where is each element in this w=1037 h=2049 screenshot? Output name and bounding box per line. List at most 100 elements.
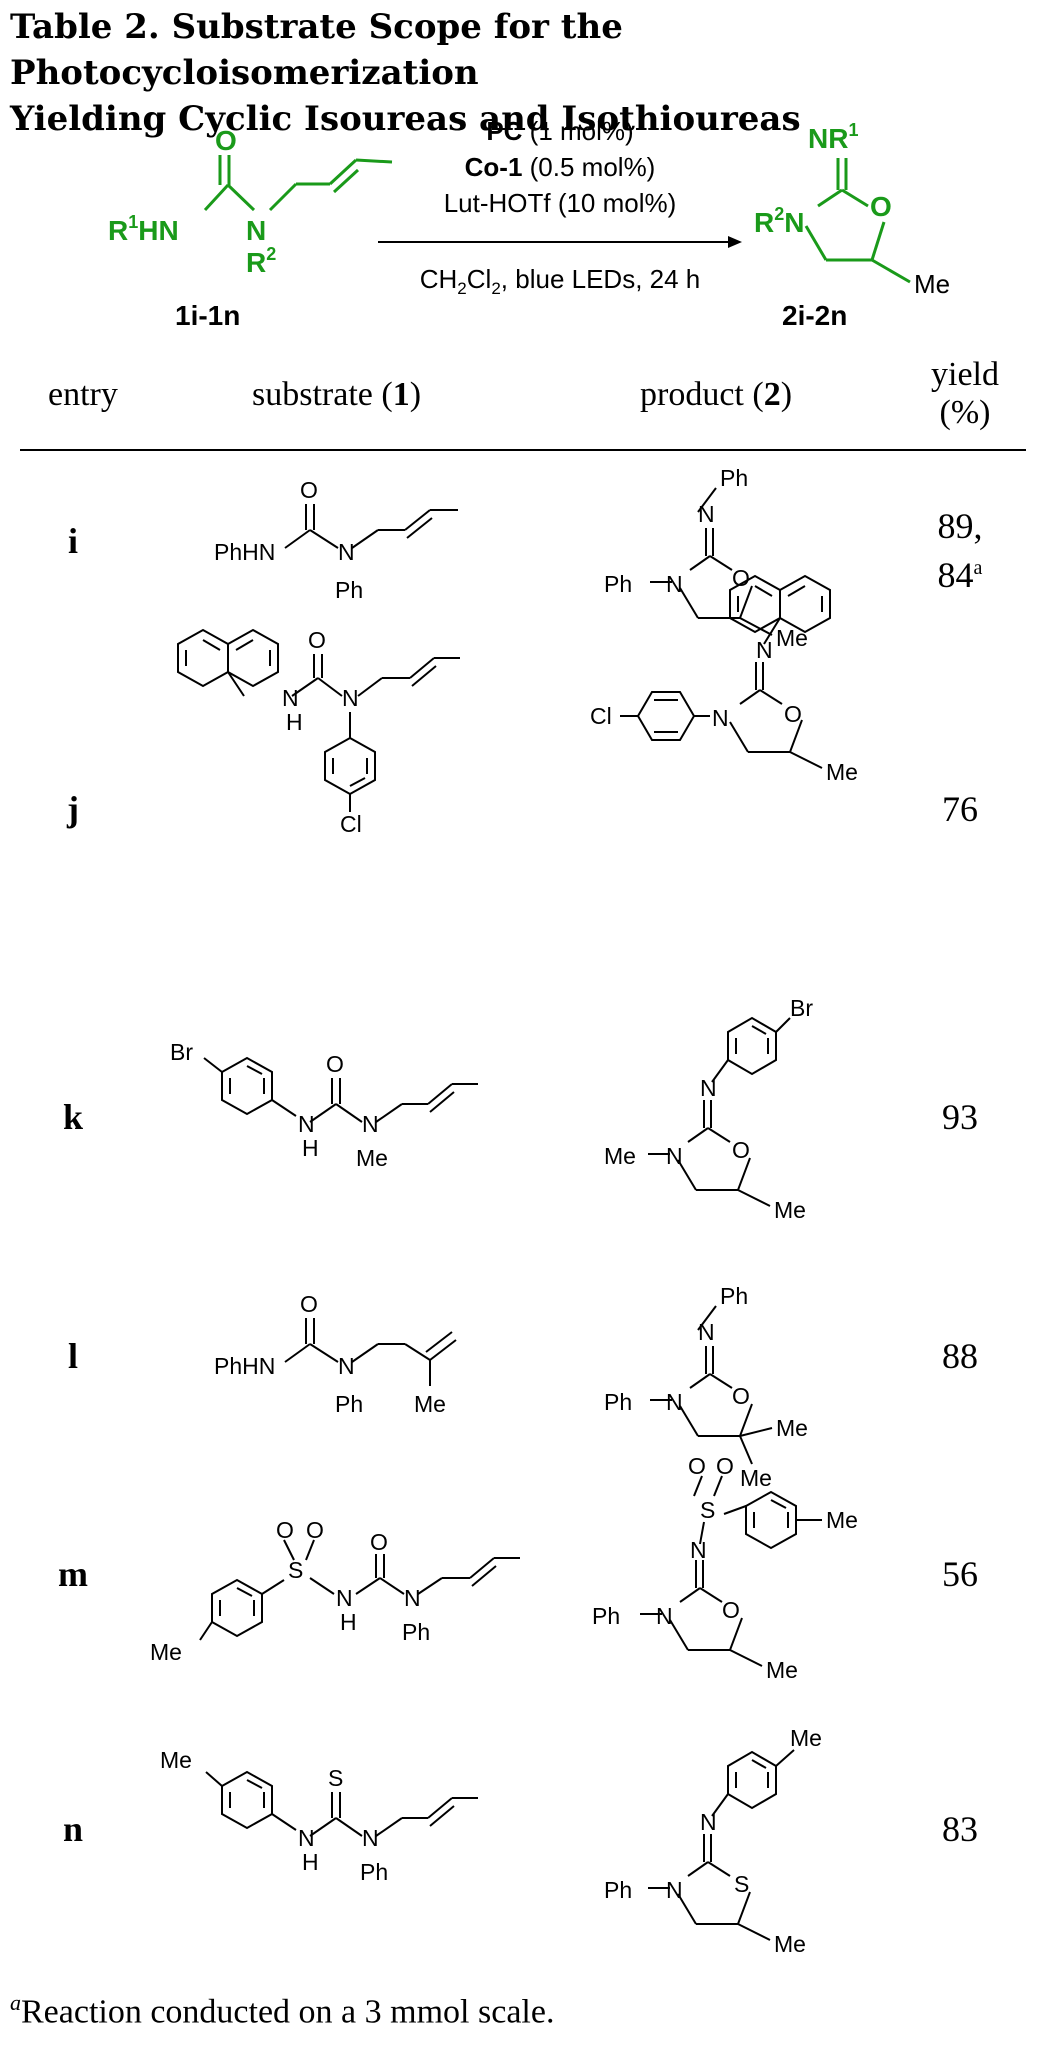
atom-label: O	[276, 1517, 294, 1543]
atom-label: N	[338, 1353, 355, 1379]
atom-label: O	[732, 565, 750, 591]
atom-label: Me	[740, 1465, 772, 1491]
yield-m: 56	[942, 1554, 978, 1594]
atom-label: PhHN	[214, 1353, 275, 1379]
atom-label: Me	[414, 1391, 446, 1417]
atom-label: N	[666, 571, 683, 597]
atom-label: O	[326, 1051, 344, 1077]
atom-label: N	[342, 685, 359, 711]
entry-label-m: m	[58, 1554, 88, 1594]
atom-label: Ph	[604, 1389, 632, 1415]
reactant-oxygen-text: O	[215, 125, 237, 156]
atom-label: N	[700, 1809, 717, 1835]
atom-label: Me	[790, 1725, 822, 1751]
product-j-structure	[620, 574, 831, 769]
atom-label: S	[288, 1557, 303, 1583]
yield-n: 83	[942, 1809, 978, 1849]
atom-label: Ph	[335, 577, 363, 603]
atom-label: H	[286, 709, 303, 735]
atom-label: O	[716, 1453, 734, 1479]
atom-label: N	[698, 501, 715, 527]
footnote: aReaction conducted on a 3 mmol scale.	[10, 1990, 555, 2031]
atom-label: Me	[774, 1931, 806, 1957]
atom-label: N	[666, 1143, 683, 1169]
atom-label: Ph	[604, 571, 632, 597]
atom-label: N	[712, 705, 729, 731]
atom-label: N	[404, 1585, 421, 1611]
atom-label: N	[362, 1825, 379, 1851]
atom-label: H	[340, 1609, 357, 1635]
substrate-l-structure	[284, 1318, 457, 1386]
atom-label: O	[722, 1597, 740, 1623]
reactant-n-text: N	[246, 215, 266, 246]
atom-label: Ph	[335, 1391, 363, 1417]
atom-label: Me	[356, 1145, 388, 1171]
atom-label: Ph	[360, 1859, 388, 1885]
entry-label-k: k	[62, 1097, 84, 1137]
atom-label: N	[338, 539, 355, 565]
atom-label: N	[336, 1585, 353, 1611]
product-label: 2i-2n	[782, 300, 847, 331]
conditions-solvent: CH2Cl2, blue LEDs, 24 h	[420, 264, 701, 298]
reactant-label: 1i-1n	[175, 300, 240, 331]
conditions-lut: Lut-HOTf (10 mol%)	[444, 188, 677, 218]
header-rule	[20, 449, 1026, 451]
atom-label: N	[700, 1075, 717, 1101]
atom-label: O	[308, 627, 326, 653]
atom-label: N	[362, 1111, 379, 1137]
atom-label: O	[732, 1137, 750, 1163]
atom-label: Me	[150, 1639, 182, 1665]
substrate-m-structure	[199, 1539, 520, 1641]
substrate-j-structure	[177, 628, 460, 812]
substrate-k-structure	[203, 1056, 478, 1123]
atom-label: Me	[774, 1197, 806, 1223]
substrate-i-structure	[284, 504, 458, 549]
entry-label-i: i	[67, 521, 78, 561]
atom-label: S	[328, 1765, 343, 1791]
substrate-n-structure	[205, 1770, 478, 1837]
atom-label: Ph	[604, 1877, 632, 1903]
atom-label: H	[302, 1135, 319, 1161]
atom-label: N	[666, 1877, 683, 1903]
structures-canvas: O PhHN N Ph N Ph O N Ph Me O N H N Cl N …	[150, 465, 858, 1957]
atom-label: N	[298, 1111, 315, 1137]
atom-label: O	[732, 1383, 750, 1409]
entry-label-n: n	[62, 1809, 84, 1849]
atom-label: N	[690, 1537, 707, 1563]
entry-label-l: l	[67, 1336, 78, 1376]
arrow-head	[728, 236, 742, 248]
atom-label: Me	[826, 759, 858, 785]
header-product: product (2)	[640, 376, 793, 413]
atom-label: Cl	[590, 703, 612, 729]
product-k-structure	[648, 1016, 791, 1207]
yield-l: 88	[942, 1336, 978, 1376]
title-line-2: Yielding Cyclic Isoureas and Isothiourea…	[10, 99, 801, 139]
reaction-scheme: O R1HN N R2 1i-1n PC (1 mol%) Co-1 (0.5 …	[108, 116, 950, 331]
header-substrate: substrate (1)	[252, 376, 422, 413]
atom-label: Me	[826, 1507, 858, 1533]
atom-label: S	[700, 1497, 715, 1523]
atom-label: Ph	[402, 1619, 430, 1645]
atom-label: Ph	[720, 465, 748, 491]
atom-label: O	[688, 1453, 706, 1479]
atom-label: Me	[766, 1657, 798, 1683]
atom-label: Br	[790, 995, 813, 1021]
reactant-r1hn-text: R1HN	[108, 212, 179, 246]
atom-label: O	[370, 1529, 388, 1555]
header-yield: yield(%)	[931, 356, 999, 431]
product-m-structure	[640, 1475, 822, 1667]
reactant-r2-text: R2	[246, 244, 276, 278]
entry-label-j: j	[67, 789, 79, 829]
yield-j: 76	[942, 789, 978, 829]
product-nr1-text: NR1	[808, 120, 858, 154]
reactant-structure	[203, 155, 393, 212]
atom-label: Me	[776, 1415, 808, 1441]
atom-label: Me	[776, 625, 808, 651]
atom-label: N	[282, 685, 299, 711]
title-line-1: Table 2. Substrate Scope for the Photocy…	[10, 7, 623, 93]
header-entry: entry	[48, 376, 118, 413]
atom-label: O	[300, 477, 318, 503]
atom-label: Ph	[720, 1283, 748, 1309]
atom-label: Cl	[340, 811, 362, 837]
product-l-structure	[650, 1305, 773, 1465]
